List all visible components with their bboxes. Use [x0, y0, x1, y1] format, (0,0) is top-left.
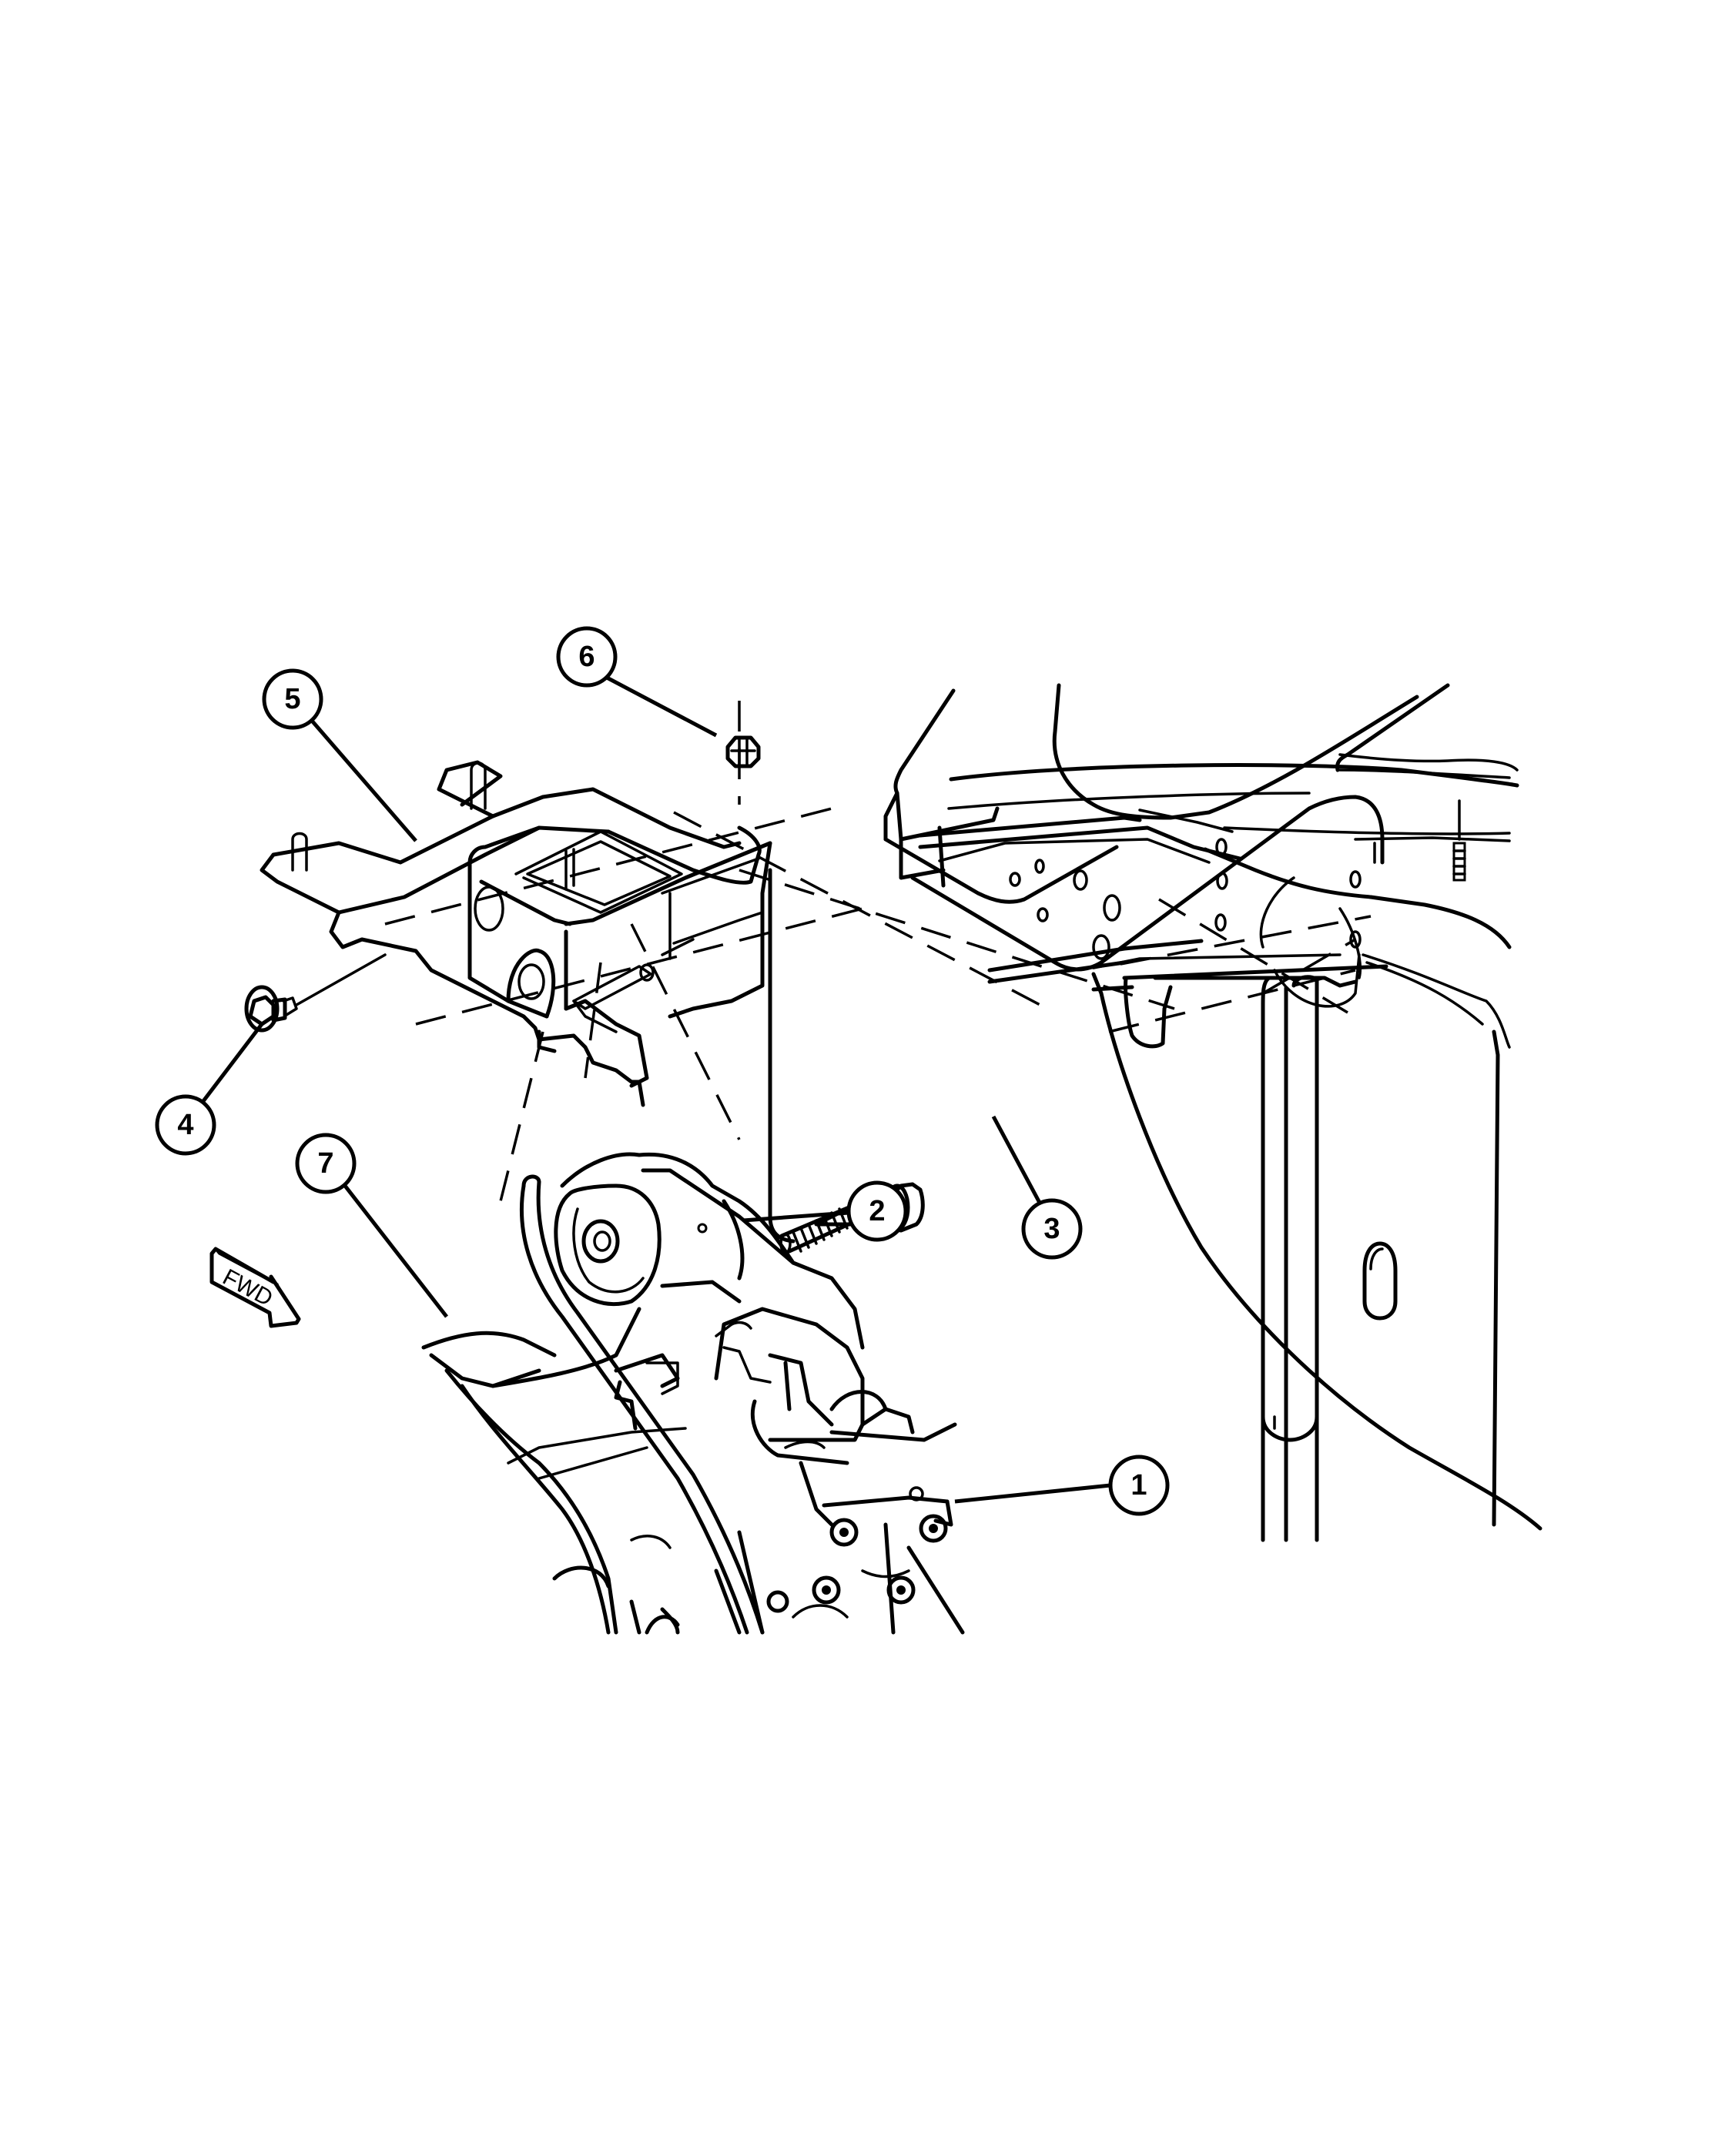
callout-5[interactable]: 5	[262, 668, 323, 730]
callout-6-label: 6	[578, 641, 595, 673]
callout-1-label: 1	[1130, 1469, 1147, 1502]
fwd-label: FWD	[219, 1264, 277, 1311]
part-2-transmission-mount[interactable]	[554, 1152, 865, 1350]
leader-lines	[202, 675, 1111, 1504]
callout-7[interactable]: 7	[295, 1133, 357, 1194]
callout-1[interactable]: 1	[1108, 1455, 1170, 1516]
callout-2-label: 2	[869, 1195, 885, 1227]
frame-rail-structure	[883, 683, 1542, 1542]
threaded-stud-icon	[1452, 799, 1466, 882]
part-4-flange-bolt[interactable]	[244, 953, 387, 1033]
part-5-mount-bracket[interactable]	[260, 760, 772, 1107]
callout-3-label: 3	[1043, 1213, 1060, 1245]
part-1-transmission-assembly[interactable]	[421, 1307, 965, 1635]
callout-4-label: 4	[177, 1109, 193, 1141]
callout-4[interactable]: 4	[155, 1094, 216, 1156]
callout-6[interactable]: 6	[556, 626, 618, 688]
forward-direction-arrow: FWD	[209, 1247, 301, 1328]
callout-7-label: 7	[317, 1147, 333, 1180]
part-7-hose[interactable]	[520, 1174, 765, 1635]
bolt-3-assembly-line	[768, 868, 796, 1244]
callout-3[interactable]: 3	[1021, 1198, 1083, 1260]
part-6-hex-nut[interactable]	[725, 735, 761, 768]
callout-5-label: 5	[284, 683, 300, 715]
callout-2[interactable]: 2	[846, 1180, 908, 1242]
